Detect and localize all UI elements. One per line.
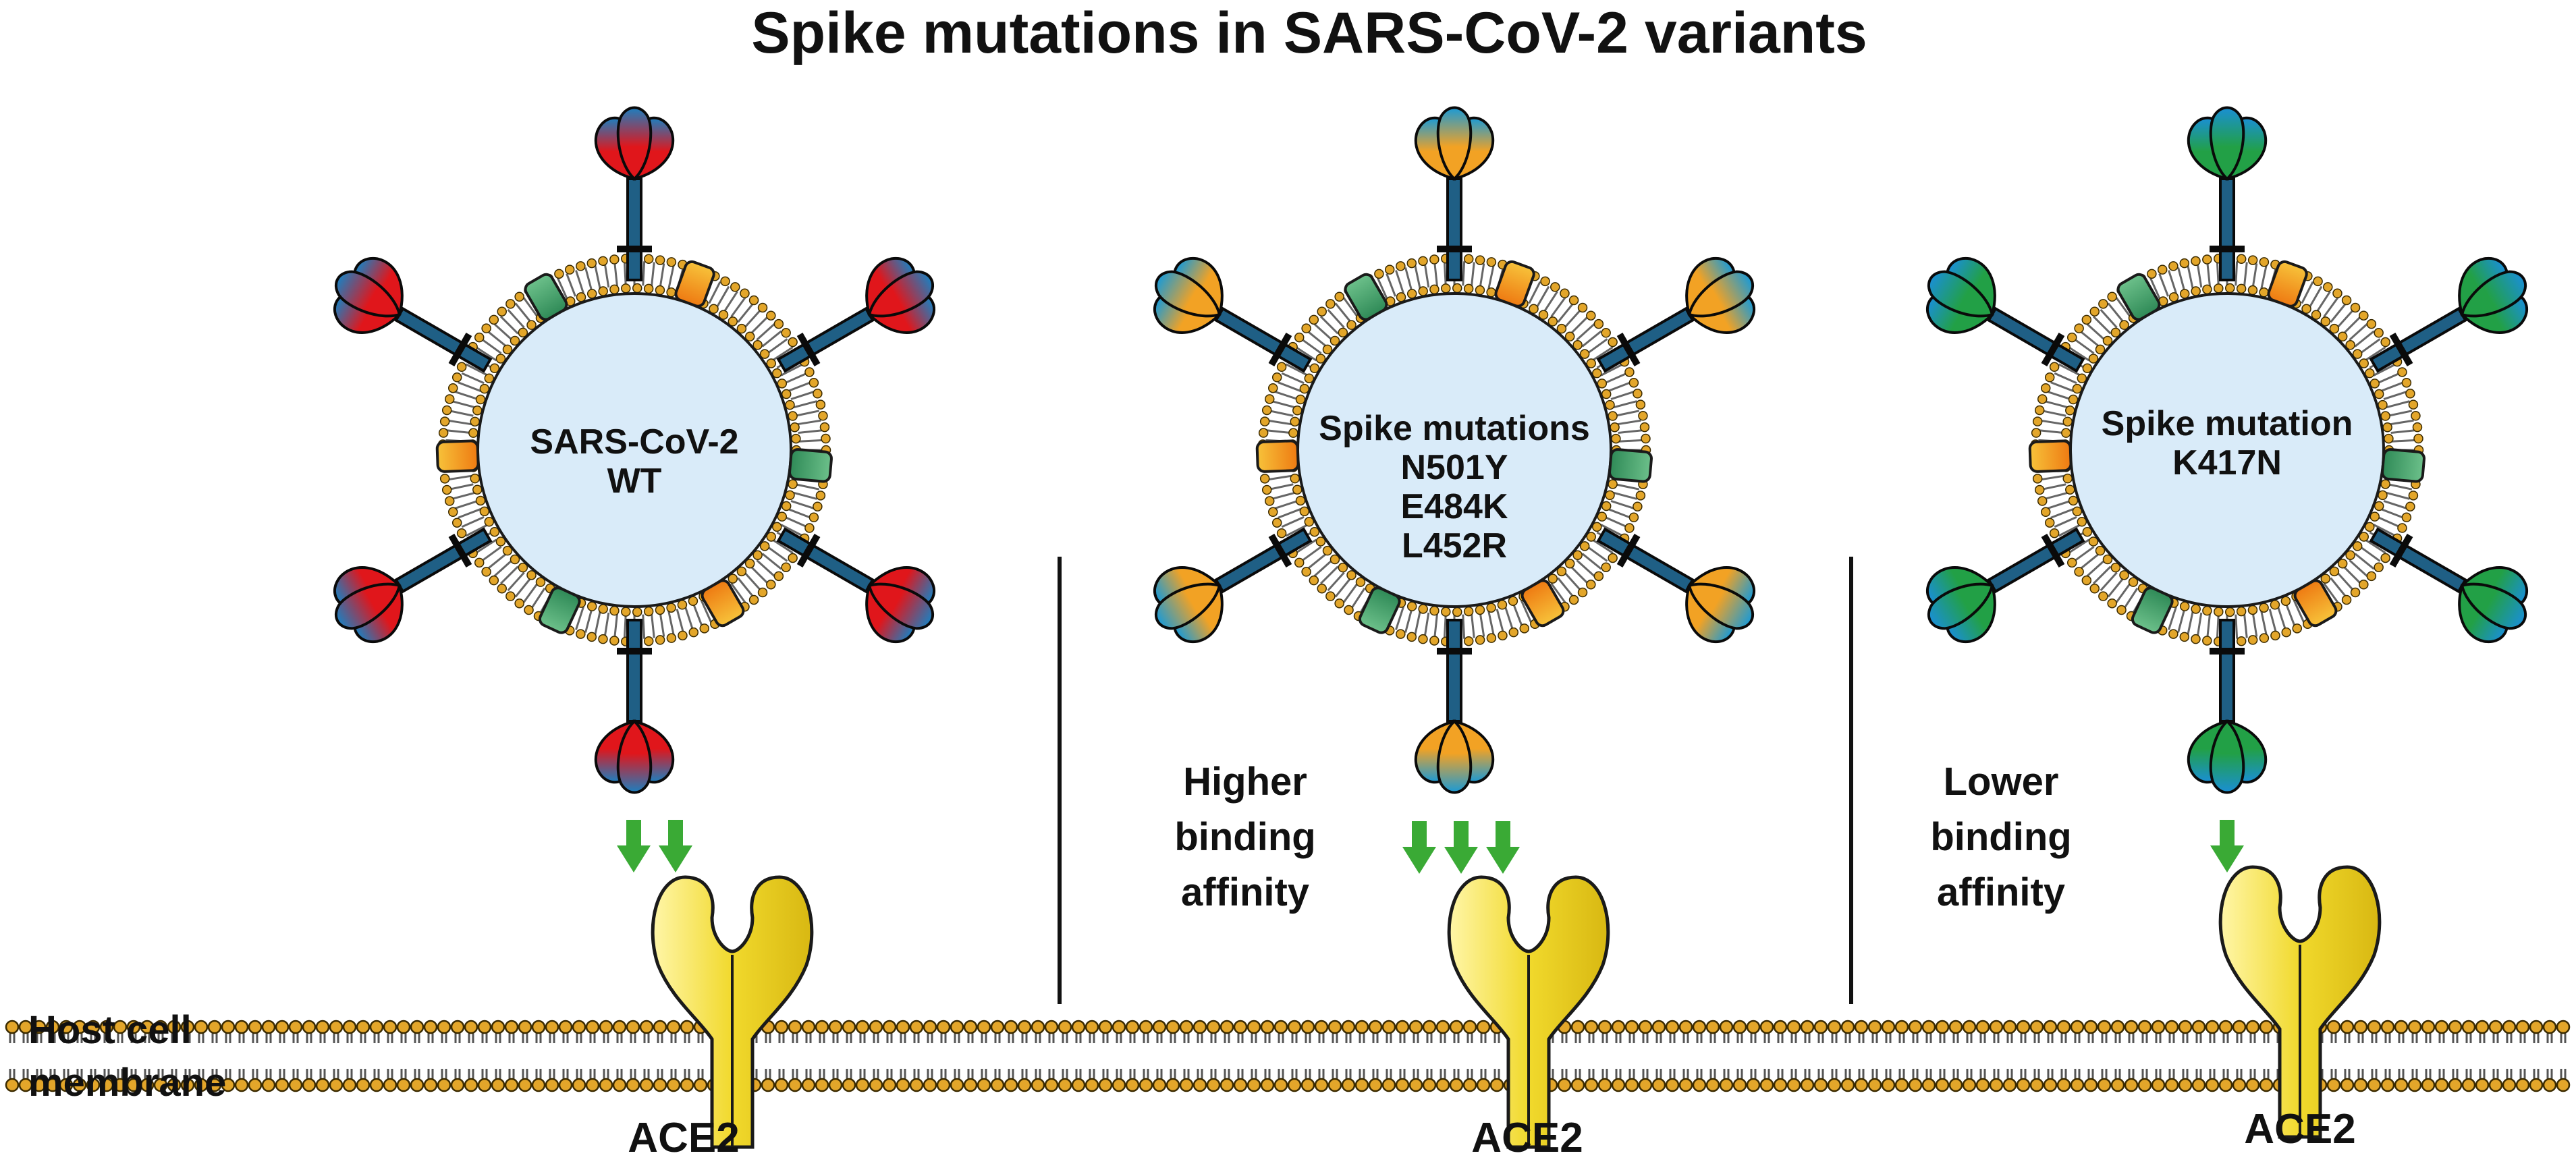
panel-mutant-higher-affinity: Higher binding affinity ACE2 Spike mutat… (1153, 106, 1756, 1161)
ace2-receptor (651, 875, 814, 1149)
panel-mutant-lower-affinity: Lower binding affinity ACE2 Spike mutati… (1925, 106, 2529, 1152)
ace2-receptor (1447, 875, 1610, 1149)
binding-label-line-3: affinity (1181, 870, 1309, 914)
ace2-label: ACE2 (2244, 1106, 2355, 1152)
binding-label-line-2: binding (1930, 815, 2071, 859)
binding-arrows (1402, 821, 1520, 874)
ace2-label: ACE2 (1471, 1115, 1583, 1161)
virus-label-line-1: Spike mutations (1319, 409, 1590, 448)
virus-label-line-3: E484K (1401, 487, 1508, 526)
virus-particle (1925, 106, 2529, 794)
ace2-label: ACE2 (628, 1115, 739, 1161)
panel-wild-type: ACE2 SARS-CoV-2WT (333, 106, 936, 1161)
binding-arrows (617, 820, 692, 872)
binding-label-line-1: Higher (1183, 760, 1307, 804)
virus-particle (333, 106, 936, 794)
virus-particle (1153, 106, 1756, 794)
virus-label-line-2: N501Y (1401, 448, 1508, 487)
virus-label-line-2: K417N (2172, 443, 2282, 482)
membrane-label-line-2: membrane (28, 1061, 226, 1105)
ace2-receptor (2218, 865, 2382, 1139)
membrane-label-line-1: Host cell (28, 1008, 192, 1052)
virus-label-line-2: WT (607, 462, 662, 501)
binding-arrows (2210, 820, 2244, 872)
binding-label-line-1: Lower (1944, 760, 2059, 804)
binding-label-line-3: affinity (1937, 870, 2065, 914)
virus-label-line-1: SARS-CoV-2 (530, 422, 738, 462)
diagram-title: Spike mutations in SARS-CoV-2 variants (751, 1, 1867, 65)
binding-label-line-2: binding (1174, 815, 1315, 859)
virus-label-line-4: L452R (1402, 526, 1507, 565)
host-cell-membrane (5, 1020, 2571, 1092)
virus-label-line-1: Spike mutation (2102, 404, 2353, 443)
